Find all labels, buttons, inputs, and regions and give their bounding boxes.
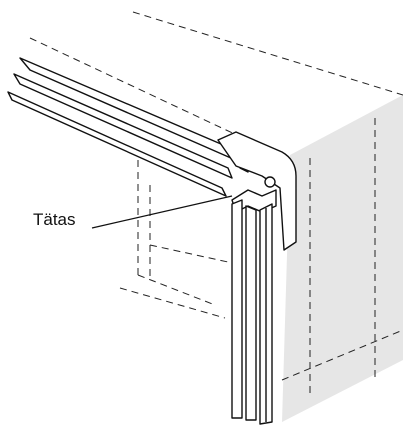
horizontal-seal-profile [7, 57, 249, 197]
horizontal-profile-lower-strip [7, 91, 227, 197]
callout-leader-line [91, 195, 233, 229]
corner-bracket-hole [264, 176, 276, 188]
cabinet-top-back-edge [132, 11, 403, 96]
corner-bracket [217, 131, 297, 251]
cabinet-side-wall [282, 95, 403, 422]
corner-bracket-plate [217, 131, 297, 251]
inner-frame-floor-edge-1 [137, 274, 216, 306]
inner-frame-mid-edge [149, 244, 229, 263]
vertical-profile-left-strip [231, 199, 243, 419]
callout-label-tatas: Tätas [33, 210, 76, 229]
vertical-profile-mid-strip [245, 205, 257, 421]
inner-frame-floor-edge-2 [119, 287, 226, 319]
cabinet-bottom-edge [281, 329, 403, 381]
vertical-seal-profile [231, 189, 277, 425]
horizontal-profile-inner-strip [13, 73, 233, 179]
